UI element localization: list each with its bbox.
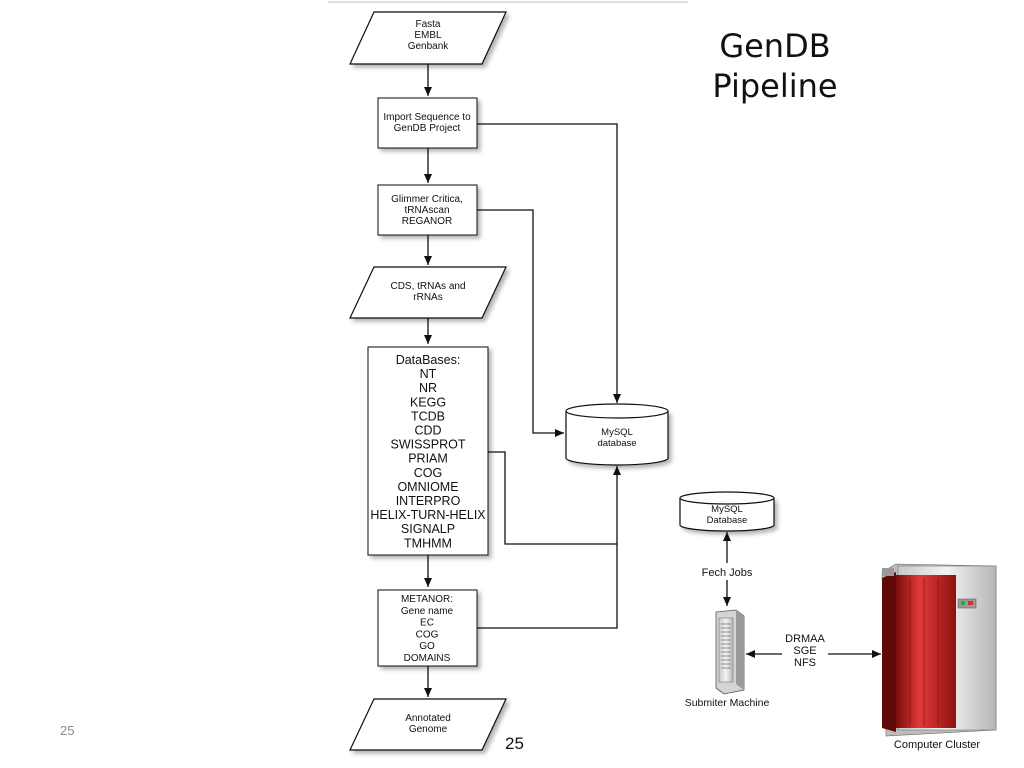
database-item-line: CDD xyxy=(414,424,441,438)
metanor-item-line: EC xyxy=(420,618,434,629)
metanor-item-line: DOMAINS xyxy=(404,653,451,664)
tool-line: REGANOR xyxy=(402,216,453,227)
import-sequence-line: GenDB Project xyxy=(394,123,461,134)
submitter-machine-label: Submiter Machine xyxy=(685,697,770,709)
database-item-line: HELIX-TURN-HELIX xyxy=(370,508,486,522)
database-item-line: SWISSPROT xyxy=(390,438,465,452)
slide-title: GenDB Pipeline xyxy=(700,26,850,106)
input-format-line: Genbank xyxy=(408,41,450,52)
database-item-line: DataBases: xyxy=(396,353,461,367)
arrow-tools-to-mysql xyxy=(477,209,564,437)
fetch-jobs-label: Fech Jobs xyxy=(702,567,753,579)
cluster-db-label-line: Database xyxy=(707,515,748,526)
metanor-item-line: GO xyxy=(419,641,435,652)
import-sequence-line: Import Sequence to xyxy=(383,112,471,123)
output-line: Annotated xyxy=(405,713,451,724)
database-item-line: NR xyxy=(419,381,437,395)
protocol-line: DRMAA xyxy=(785,633,825,645)
database-item-line: INTERPRO xyxy=(396,494,461,508)
input-format-line: Fasta xyxy=(415,19,440,30)
metanor-item-line: METANOR: xyxy=(401,594,453,605)
input-format-line: EMBL xyxy=(414,30,442,41)
database-item-line: TCDB xyxy=(411,409,445,423)
computer-cluster-label: Computer Cluster xyxy=(894,739,981,751)
slide-number: 25 xyxy=(60,723,75,738)
database-item-line: COG xyxy=(414,466,442,480)
database-item-line: NT xyxy=(420,367,437,381)
protocol-line: NFS xyxy=(794,657,816,669)
output-line: Genome xyxy=(409,724,448,735)
protocol-line: SGE xyxy=(793,645,816,657)
mysql-label-line: MySQL xyxy=(601,427,633,438)
page-number: 25 xyxy=(505,734,524,753)
metanor-item-line: COG xyxy=(416,629,439,640)
cds-line: rRNAs xyxy=(413,292,442,303)
computer-cluster-icon xyxy=(881,563,997,737)
flow-connectors xyxy=(424,64,881,697)
arrow-import-to-mysql xyxy=(477,123,621,403)
arrow-metanor-to-mysql xyxy=(477,544,618,629)
mysql-label-line: database xyxy=(597,438,636,449)
cluster-db-label-line: MySQL xyxy=(711,504,743,515)
submitter-machine-icon xyxy=(715,609,745,695)
tool-line: Glimmer Critica, xyxy=(391,194,463,205)
database-item-line: PRIAM xyxy=(408,452,448,466)
tool-line: tRNAscan xyxy=(404,205,449,216)
database-item-line: TMHMM xyxy=(404,536,452,550)
title-line-2: Pipeline xyxy=(712,67,838,105)
title-line-1: GenDB xyxy=(719,27,831,65)
database-item-line: OMNIOME xyxy=(397,480,458,494)
arrow-databases-to-mysql xyxy=(488,451,621,545)
metanor-item-line: Gene name xyxy=(401,606,454,617)
database-item-line: KEGG xyxy=(410,395,446,409)
cds-line: CDS, tRNAs and xyxy=(390,281,465,292)
database-item-line: SIGNALP xyxy=(401,522,455,536)
